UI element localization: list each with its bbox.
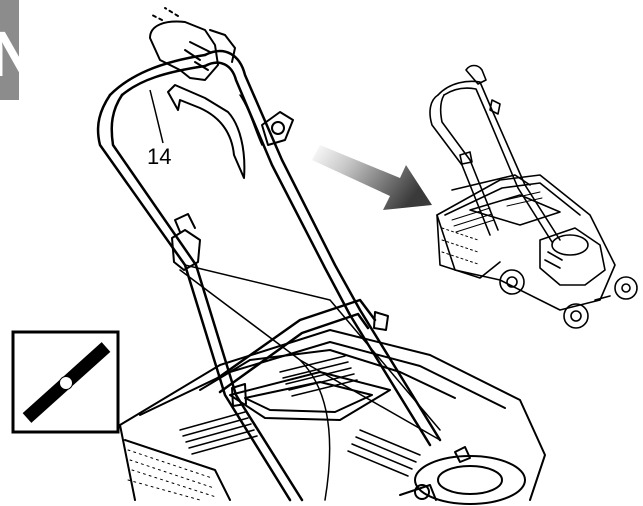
direction-arrow-icon	[312, 145, 432, 210]
part-callout-number: 14	[147, 144, 172, 169]
callout-leader	[149, 89, 164, 144]
handle-knobs	[171, 111, 389, 407]
mower-overview	[429, 64, 638, 329]
mower-handle-closeup	[96, 49, 442, 502]
fold-arrow-icon	[167, 84, 246, 179]
language-tab: N	[0, 0, 19, 100]
control-cable	[179, 94, 441, 501]
language-letter: N	[0, 22, 19, 86]
hand-icon	[149, 7, 236, 81]
mower-deck-closeup	[119, 329, 546, 505]
